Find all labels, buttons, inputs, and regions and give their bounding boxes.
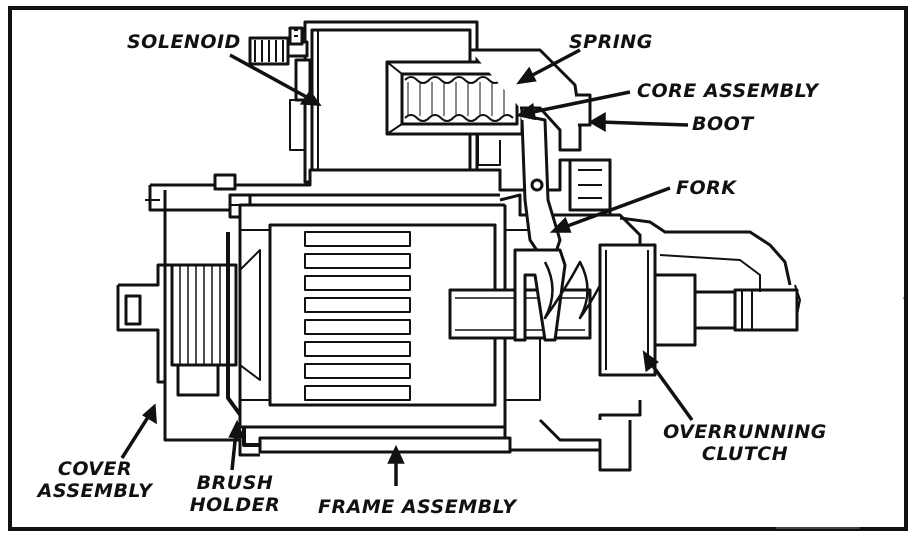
label-solenoid: SOLENOID	[127, 31, 241, 53]
label-brush-holder: BRUSH HOLDER	[180, 472, 290, 516]
core-assembly-drawing	[385, 60, 524, 136]
label-frame-assembly: FRAME ASSEMBLY	[318, 496, 517, 518]
label-overrunning-clutch: OVERRUNNING CLUTCH	[640, 421, 850, 465]
boot-drawing	[470, 48, 592, 166]
label-cover-assembly-line2: ASSEMBLY	[37, 480, 153, 502]
callout-lines	[120, 48, 694, 486]
overrunning-clutch-drawing	[598, 243, 799, 377]
spring-coils	[404, 76, 514, 122]
armature-windings	[304, 231, 411, 401]
scan-dot	[903, 296, 907, 300]
frame-assembly-drawing	[230, 203, 642, 454]
diagram-border	[8, 6, 908, 531]
label-overrunning-clutch-line2: CLUTCH	[701, 443, 789, 465]
label-boot: BOOT	[692, 113, 754, 135]
label-brush-holder-line2: HOLDER	[189, 494, 281, 516]
label-cover-assembly-line1: COVER	[57, 458, 133, 480]
label-brush-holder-line1: BRUSH	[196, 472, 274, 494]
fork-drawing	[513, 113, 567, 342]
label-fork: FORK	[676, 177, 737, 199]
cover-assembly-drawing	[116, 190, 260, 457]
label-spring: SPRING	[569, 31, 653, 53]
label-overrunning-clutch-line1: OVERRUNNING	[663, 421, 827, 443]
label-cover-assembly: COVER ASSEMBLY	[20, 458, 170, 502]
label-core-assembly: CORE ASSEMBLY	[637, 80, 819, 102]
